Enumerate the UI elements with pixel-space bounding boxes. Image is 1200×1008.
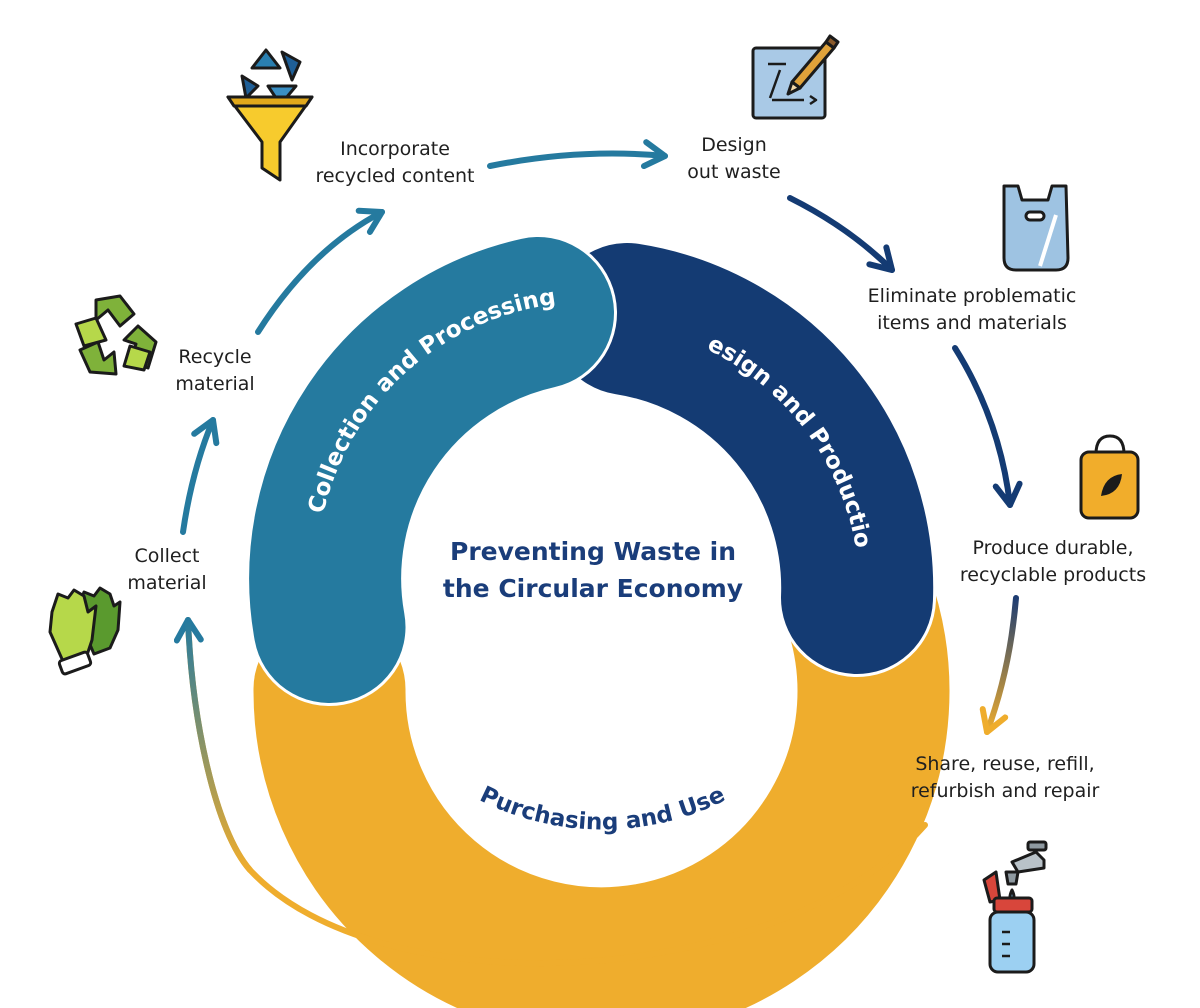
step-incorporate: Incorporate recycled content: [315, 138, 474, 187]
arrow-incorporate-to-design: [487, 139, 668, 170]
step-recycle-line2: material: [175, 373, 254, 395]
arrow-share-to-collect-tint: [185, 617, 253, 873]
arrow-collect-to-recycle: [180, 417, 220, 535]
step-collect: Collect material: [127, 545, 206, 594]
step-design-out: Design out waste: [687, 134, 780, 183]
step-eliminate-line1: Eliminate problematic: [868, 285, 1077, 307]
center-title-line1: Preventing Waste in: [450, 537, 736, 566]
center-title-line2: the Circular Economy: [443, 574, 743, 603]
purchasing-segment-label: Purchasing and Use: [476, 782, 729, 836]
step-design-out-line2: out waste: [687, 161, 780, 183]
step-recycle-line1: Recycle: [178, 346, 251, 368]
step-collect-line1: Collect: [134, 545, 199, 567]
funnel-recycle-icon: [226, 48, 314, 182]
arrow-recycle-to-incorporate: [255, 207, 385, 335]
design-segment-fill: [551, 243, 934, 674]
gloves-icon: [48, 586, 122, 676]
step-share-line2: refurbish and repair: [911, 780, 1100, 802]
arrow-produce-to-share: [979, 595, 1019, 735]
step-eliminate-line2: items and materials: [877, 312, 1067, 334]
step-produce-line1: Produce durable,: [972, 537, 1133, 559]
purchasing-segment: [253, 522, 950, 1008]
step-design-out-line1: Design: [701, 134, 767, 156]
step-share: Share, reuse, refill, refurbish and repa…: [911, 753, 1100, 802]
arrow-eliminate-to-produce: [952, 345, 1023, 508]
outer-arrows: [173, 139, 1023, 967]
blueprint-pencil-icon: [751, 34, 840, 120]
step-eliminate: Eliminate problematic items and material…: [868, 285, 1077, 334]
step-collect-line2: material: [127, 572, 206, 594]
step-share-line1: Share, reuse, refill,: [915, 753, 1094, 775]
refill-bottle-tap-icon: [982, 840, 1048, 974]
eco-shopping-bag-icon: [1079, 434, 1140, 520]
step-recycle: Recycle material: [175, 346, 254, 395]
ring: [246, 234, 950, 1008]
collection-segment: [249, 237, 614, 703]
step-produce-line2: recyclable products: [960, 564, 1146, 586]
recycle-symbol-icon: [74, 294, 158, 376]
step-incorporate-line2: recycled content: [315, 165, 474, 187]
arrow-design-to-eliminate: [787, 195, 895, 273]
step-incorporate-line1: Incorporate: [340, 138, 450, 160]
step-produce: Produce durable, recyclable products: [960, 537, 1146, 586]
plastic-bag-icon: [1002, 184, 1070, 272]
